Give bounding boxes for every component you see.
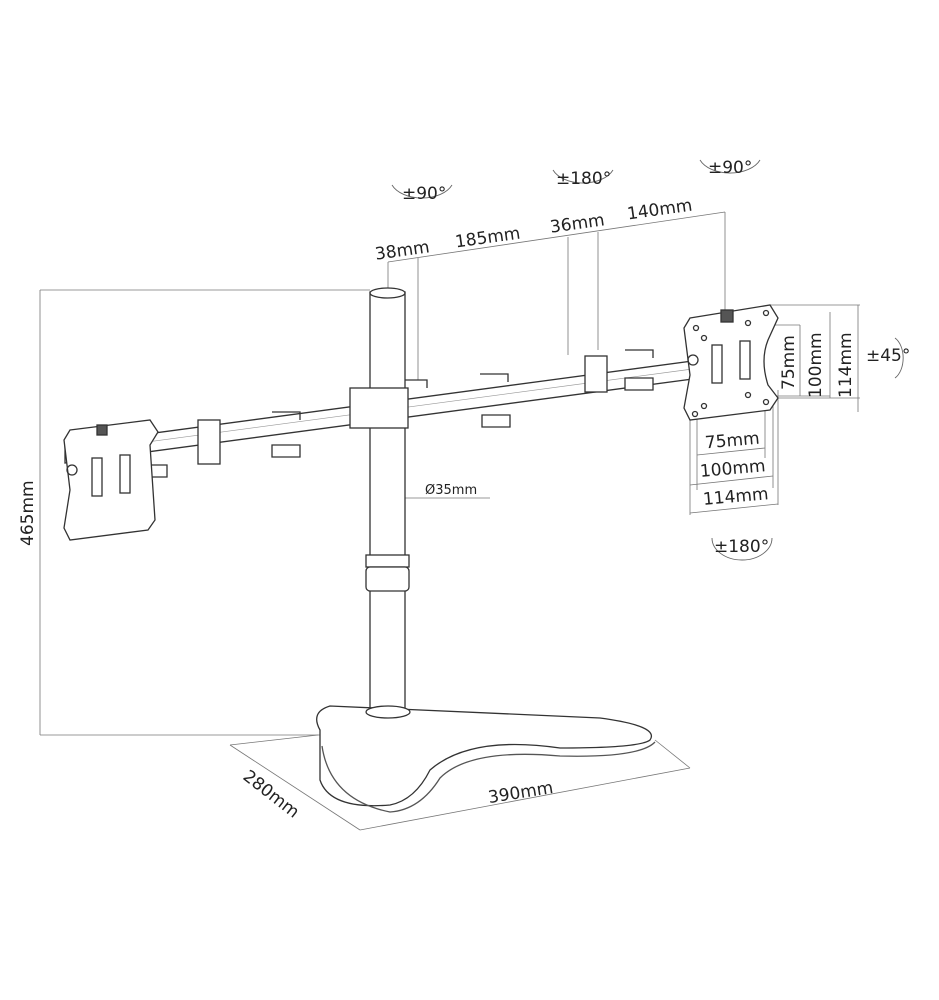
height-label: 465mm bbox=[18, 480, 38, 546]
center-swivel-label: ±180° bbox=[556, 169, 612, 189]
right-arm-tilt-label: ±90° bbox=[708, 158, 753, 178]
base bbox=[316, 705, 653, 807]
plate-rotate-label: ±180° bbox=[714, 537, 770, 557]
vesa-vertical-100: 100mm bbox=[806, 332, 826, 398]
pole-diameter-label: Ø35mm bbox=[425, 483, 478, 498]
left-vesa-plate bbox=[63, 419, 159, 541]
pole bbox=[365, 287, 410, 715]
arm bbox=[64, 349, 701, 478]
vesa-vertical-114: 114mm bbox=[836, 332, 856, 398]
left-arm-tilt-label: ±90° bbox=[402, 184, 447, 204]
rotation-arcs bbox=[391, 159, 904, 561]
dimension-lines bbox=[39, 211, 860, 831]
plate-tilt-label: ±45° bbox=[866, 346, 911, 366]
vesa-horizontal-75: 75mm bbox=[704, 428, 761, 454]
right-vesa-plate bbox=[683, 304, 779, 421]
vesa-vertical-75: 75mm bbox=[779, 335, 799, 390]
